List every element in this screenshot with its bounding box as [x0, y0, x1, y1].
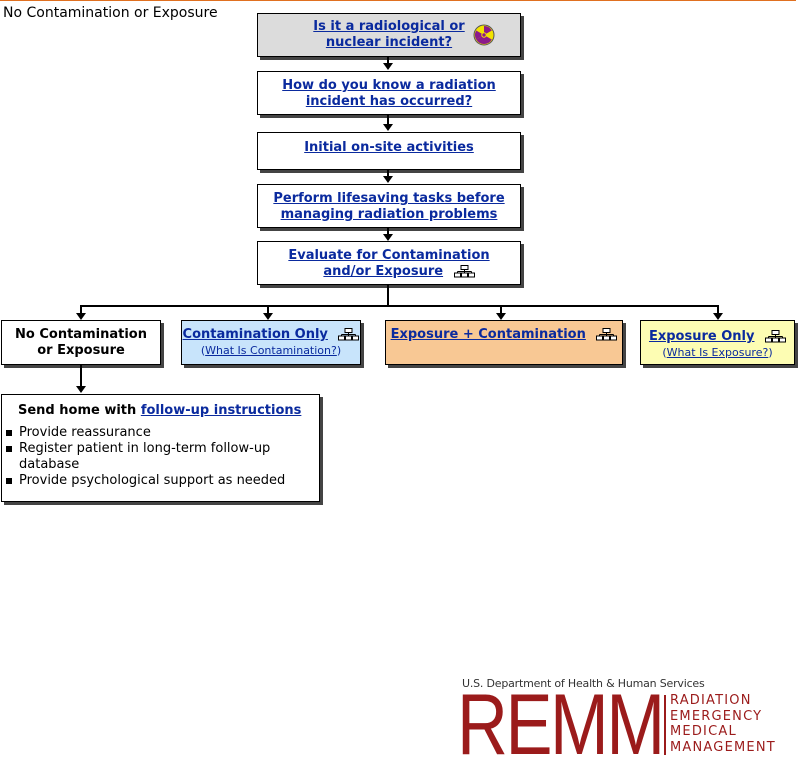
contamination-sub-close: )	[336, 344, 342, 357]
hhs-agency-label: U.S. Department of Health & Human Servic…	[462, 677, 705, 690]
top-divider	[0, 0, 796, 1]
connector	[387, 57, 389, 65]
connector	[387, 115, 389, 126]
logo-word: MANAGEMENT	[670, 739, 776, 755]
branch-no-contamination: No Contamination or Exposure	[1, 320, 161, 365]
connector	[267, 305, 269, 313]
list-item: Provide reassurance	[4, 425, 319, 441]
branch-contamination-only[interactable]: Contamination Only (What Is Contaminatio…	[181, 320, 361, 365]
branch-exposure-only[interactable]: Exposure Only (What Is Exposure?)	[640, 320, 795, 365]
exposure-contamination-link[interactable]: Exposure + Contamination	[390, 327, 586, 342]
org-chart-icon[interactable]	[765, 330, 787, 343]
arrow	[383, 63, 393, 70]
arrow	[496, 313, 506, 320]
remm-logo-words: RADIATION EMERGENCY MEDICAL MANAGEMENT	[670, 693, 776, 755]
arrow	[713, 313, 723, 320]
logo-word: MEDICAL	[670, 724, 737, 739]
follow-up-instructions-link[interactable]: follow-up instructions	[140, 403, 302, 418]
contamination-only-link[interactable]: Contamination Only	[182, 327, 328, 342]
connector	[387, 285, 389, 306]
step-initial-onsite[interactable]: Initial on-site activities	[257, 132, 521, 170]
arrow	[76, 386, 86, 393]
radiation-icon	[473, 24, 495, 46]
logo-word: EMERGENCY	[670, 708, 763, 724]
branch-no-contamination-line1: No Contamination	[15, 327, 147, 342]
branch-exposure-contamination[interactable]: Exposure + Contamination	[385, 320, 623, 365]
step-evaluate-line2[interactable]: and/or Exposure	[323, 264, 444, 279]
org-chart-icon[interactable]	[453, 265, 475, 278]
send-home-text: Send home with	[18, 403, 141, 418]
home-instructions-list: Provide reassurance Register patient in …	[4, 425, 319, 489]
list-item: Register patient in long-term follow-up …	[4, 441, 319, 473]
branch-bar	[80, 305, 719, 307]
step-radiological-incident-line1[interactable]: Is it a radiological or	[313, 19, 465, 34]
arrow	[263, 313, 273, 320]
connector	[80, 305, 82, 313]
arrow	[383, 124, 393, 131]
arrow	[383, 176, 393, 183]
org-chart-icon[interactable]	[596, 328, 618, 341]
connector	[387, 228, 389, 235]
step-lifesaving-line1[interactable]: Perform lifesaving tasks before	[273, 191, 505, 206]
send-home-box: Send home with follow-up instructions Pr…	[1, 394, 320, 502]
remm-logo: REMM	[457, 677, 665, 773]
arrow	[76, 313, 86, 320]
page-title: No Contamination or Exposure	[3, 5, 218, 21]
step-lifesaving[interactable]: Perform lifesaving tasks before managing…	[257, 184, 521, 228]
step-radiological-incident[interactable]: Is it a radiological or nuclear incident…	[257, 13, 521, 57]
step-know-incident-line2[interactable]: incident has occurred?	[305, 94, 473, 109]
connector	[500, 305, 502, 313]
arrow	[383, 234, 393, 241]
what-is-contamination-link[interactable]: What Is Contamination?	[205, 344, 337, 357]
what-is-exposure-link[interactable]: What Is Exposure?	[666, 346, 769, 359]
step-initial-onsite-label[interactable]: Initial on-site activities	[304, 140, 474, 155]
step-know-incident[interactable]: How do you know a radiation incident has…	[257, 71, 521, 115]
connector	[387, 170, 389, 178]
connector	[717, 305, 719, 313]
step-evaluate-line1[interactable]: Evaluate for Contamination	[288, 248, 490, 263]
logo-word: RADIATION	[670, 693, 752, 708]
step-know-incident-line1[interactable]: How do you know a radiation	[282, 78, 496, 93]
step-radiological-incident-line2[interactable]: nuclear incident?	[325, 35, 453, 50]
step-lifesaving-line2[interactable]: managing radiation problems	[280, 207, 498, 222]
send-home-heading: Send home with follow-up instructions	[4, 403, 319, 419]
logo-divider	[664, 695, 666, 755]
branch-no-contamination-line2: or Exposure	[37, 343, 125, 358]
exposure-only-link[interactable]: Exposure Only	[648, 329, 755, 344]
step-evaluate[interactable]: Evaluate for Contamination and/or Exposu…	[257, 241, 521, 285]
list-item: Provide psychological support as needed	[4, 473, 319, 489]
org-chart-icon[interactable]	[338, 328, 360, 341]
connector	[80, 365, 82, 386]
contamination-sub-open: (	[200, 344, 206, 357]
exposure-sub-open: (	[662, 346, 667, 359]
exposure-sub-close: )	[768, 346, 773, 359]
